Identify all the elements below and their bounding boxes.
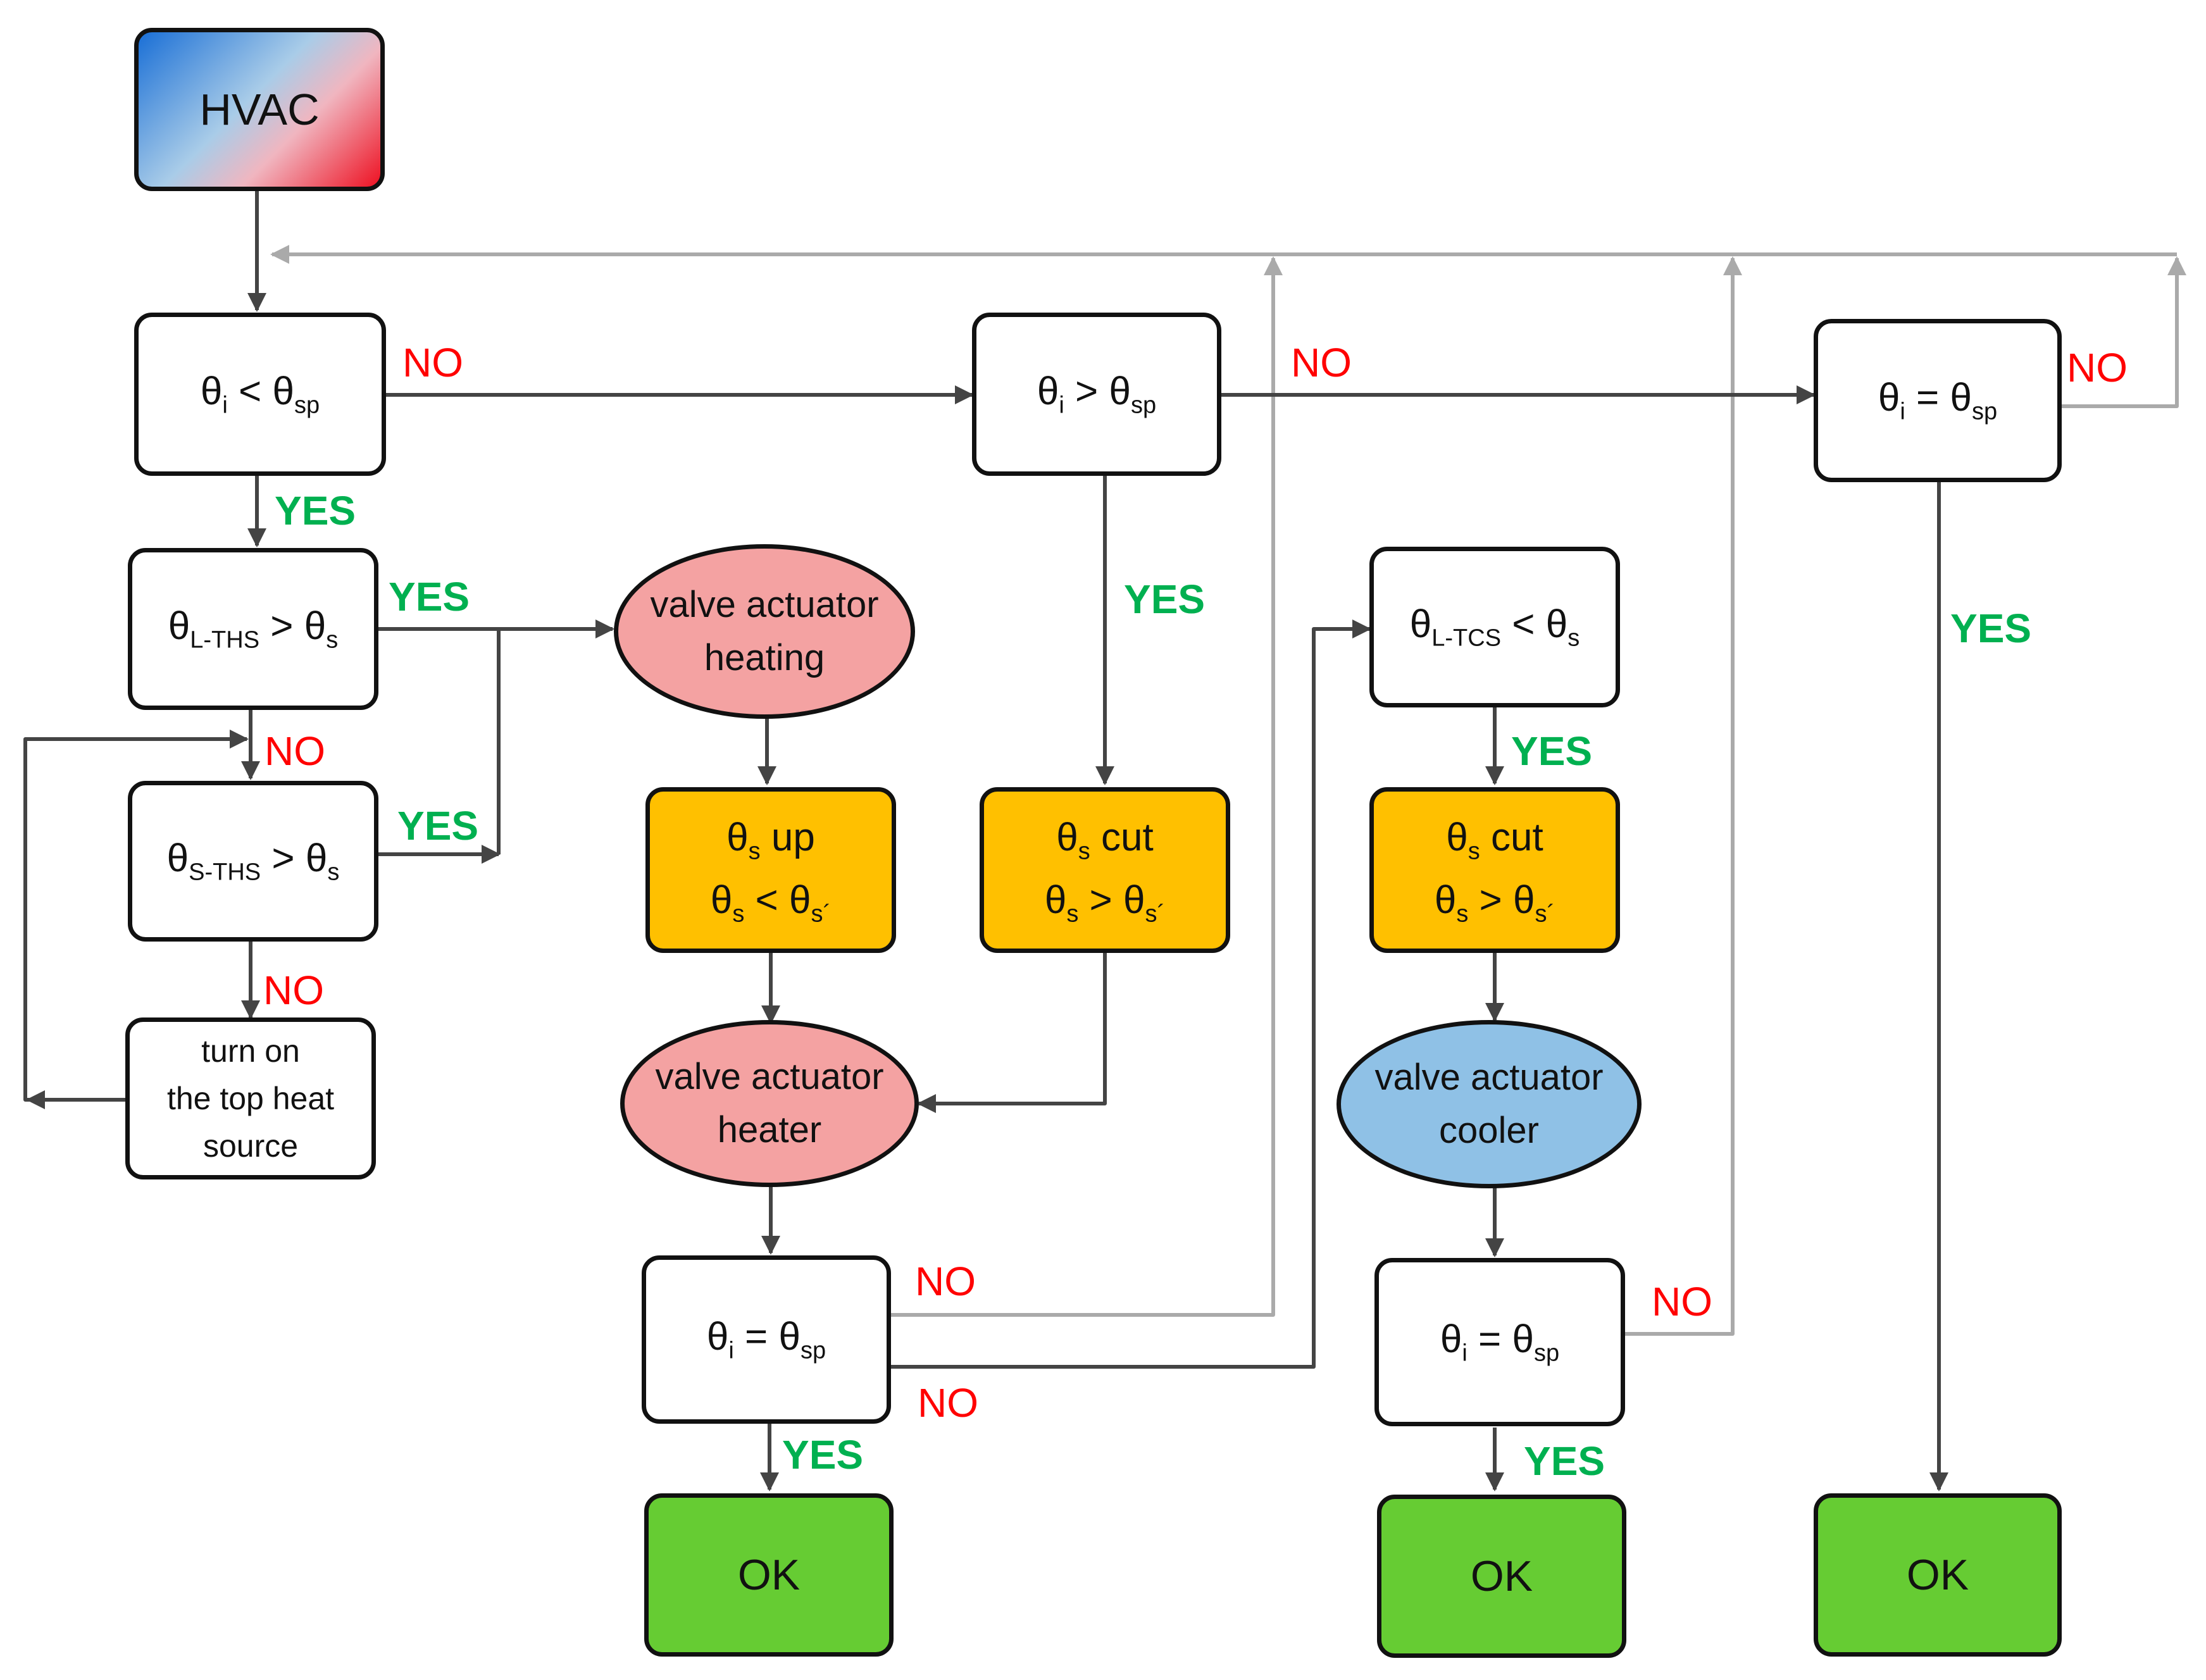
no-label-c5: NO <box>263 968 324 1013</box>
no-label-c1: NO <box>402 340 463 385</box>
condition-tltcs-lt-ts: θL-TCS < θs <box>1369 547 1620 707</box>
hvac-label: HVAC <box>199 85 320 134</box>
no-label-c7-upper: NO <box>915 1259 976 1304</box>
feedback-c7-no <box>890 256 1283 1317</box>
o2-to-heater <box>917 953 1107 1113</box>
no-label-c3: NO <box>2067 345 2128 390</box>
condition-ti-eq-tsp-cooling: θi = θsp <box>1374 1258 1625 1426</box>
no-label-c7-lower: NO <box>918 1380 978 1426</box>
ok-steady: OK <box>1814 1493 2062 1657</box>
yes-label-c4: YES <box>389 574 470 619</box>
feedback-c8-no <box>1625 256 1742 1336</box>
hvac-node: HVAC <box>134 28 385 191</box>
ts-cut-box-cooler: θs cut θs > θs´ <box>1369 787 1620 953</box>
yes-label-c7: YES <box>782 1432 864 1478</box>
no-label-c2: NO <box>1291 340 1352 385</box>
ok-heating: OK <box>644 1493 894 1657</box>
no-label-c8: NO <box>1652 1279 1712 1324</box>
yes-label-c2: YES <box>1124 576 1206 622</box>
feedback-c3-no <box>2062 256 2186 408</box>
valve-actuator-heater: valve actuator heater <box>620 1020 919 1187</box>
no-label-c4: NO <box>265 728 325 774</box>
yes-label-c8: YES <box>1524 1438 1605 1484</box>
ts-cut-box-heater: θs cut θs > θs´ <box>980 787 1230 953</box>
condition-ti-eq-tsp-heating: θi = θsp <box>642 1255 891 1424</box>
condition-ti-gt-tsp: θi > θsp <box>972 313 1221 476</box>
turn-on-top-heat-source: turn on the top heat source <box>125 1017 376 1179</box>
condition-tsths-gt-ts: θS-THS > θs <box>128 781 378 942</box>
c7-no-to-c6 <box>890 619 1371 1369</box>
condition-ti-lt-tsp: θi < θsp <box>134 313 386 476</box>
condition-tlths-gt-ts: θL-THS > θs <box>128 548 378 710</box>
valve-actuator-cooler: valve actuator cooler <box>1337 1020 1642 1188</box>
yes-label-c3: YES <box>1950 606 2032 651</box>
ts-up-box: θs up θs < θs´ <box>645 787 896 953</box>
yes-label-c6: YES <box>1511 728 1593 774</box>
yes-label-c1: YES <box>275 488 356 533</box>
yes-label-c5: YES <box>397 803 479 849</box>
valve-actuator-heating: valve actuator heating <box>614 544 915 719</box>
condition-ti-eq-tsp-main: θi = θsp <box>1814 319 2062 482</box>
ok-cooling: OK <box>1377 1495 1626 1658</box>
